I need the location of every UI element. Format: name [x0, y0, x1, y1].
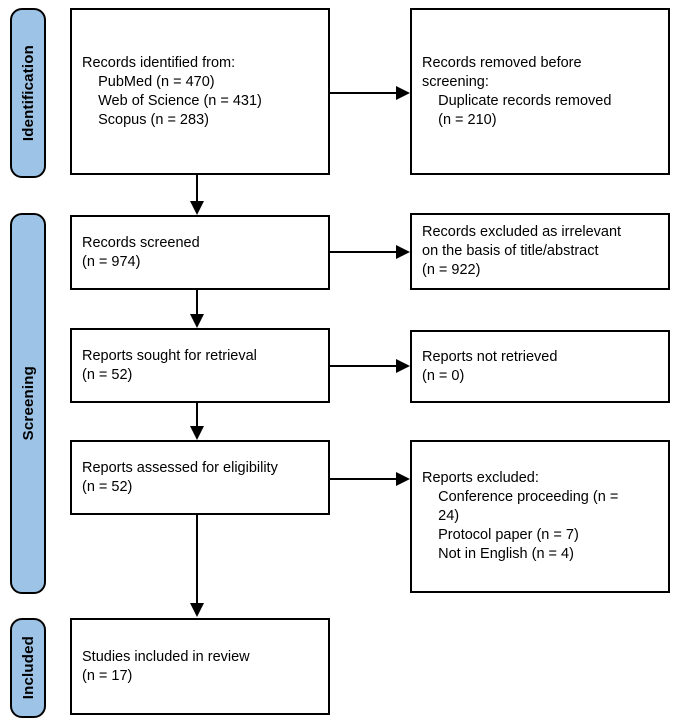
node-studies-included: Studies included in review (n = 17) [70, 618, 330, 715]
node-records-identified: Records identified from: PubMed (n = 470… [70, 8, 330, 175]
node-records-removed-text: Records removed before screening: Duplic… [422, 54, 612, 128]
arrow-identified-to-screened [190, 175, 204, 215]
arrow-identified-to-removed [330, 86, 410, 100]
node-studies-included-text: Studies included in review (n = 17) [82, 648, 250, 684]
node-reports-excluded: Reports excluded: Conference proceeding … [410, 440, 670, 593]
node-reports-assessed: Reports assessed for eligibility (n = 52… [70, 440, 330, 515]
node-records-excluded-text: Records excluded as irrelevant on the ba… [422, 224, 622, 278]
node-reports-assessed-text: Reports assessed for eligibility (n = 52… [82, 459, 278, 495]
arrow-sought-to-assessed [190, 403, 204, 440]
stage-label-identification-text: Identification [19, 44, 37, 142]
stage-label-screening-text: Screening [19, 366, 37, 441]
arrow-screened-to-excluded [330, 245, 410, 259]
node-records-excluded: Records excluded as irrelevant on the ba… [410, 213, 670, 290]
node-reports-sought-text: Reports sought for retrieval (n = 52) [82, 347, 257, 383]
node-records-identified-text: Records identified from: PubMed (n = 470… [82, 54, 262, 128]
arrow-assessed-to-included [190, 515, 204, 617]
arrow-screened-to-sought [190, 290, 204, 328]
node-reports-not-retrieved: Reports not retrieved (n = 0) [410, 330, 670, 403]
node-reports-sought: Reports sought for retrieval (n = 52) [70, 328, 330, 403]
arrow-assessed-to-excluded [330, 472, 410, 486]
node-records-screened: Records screened (n = 974) [70, 215, 330, 290]
stage-label-screening: Screening [10, 213, 46, 594]
stage-label-included: Included [10, 618, 46, 718]
stage-label-identification: Identification [10, 8, 46, 178]
stage-label-included-text: Included [19, 636, 37, 700]
node-reports-excluded-text: Reports excluded: Conference proceeding … [422, 470, 619, 562]
node-records-removed: Records removed before screening: Duplic… [410, 8, 670, 175]
arrow-sought-to-not-retrieved [330, 359, 410, 373]
node-records-screened-text: Records screened (n = 974) [82, 234, 200, 270]
node-reports-not-retrieved-text: Reports not retrieved (n = 0) [422, 348, 558, 384]
